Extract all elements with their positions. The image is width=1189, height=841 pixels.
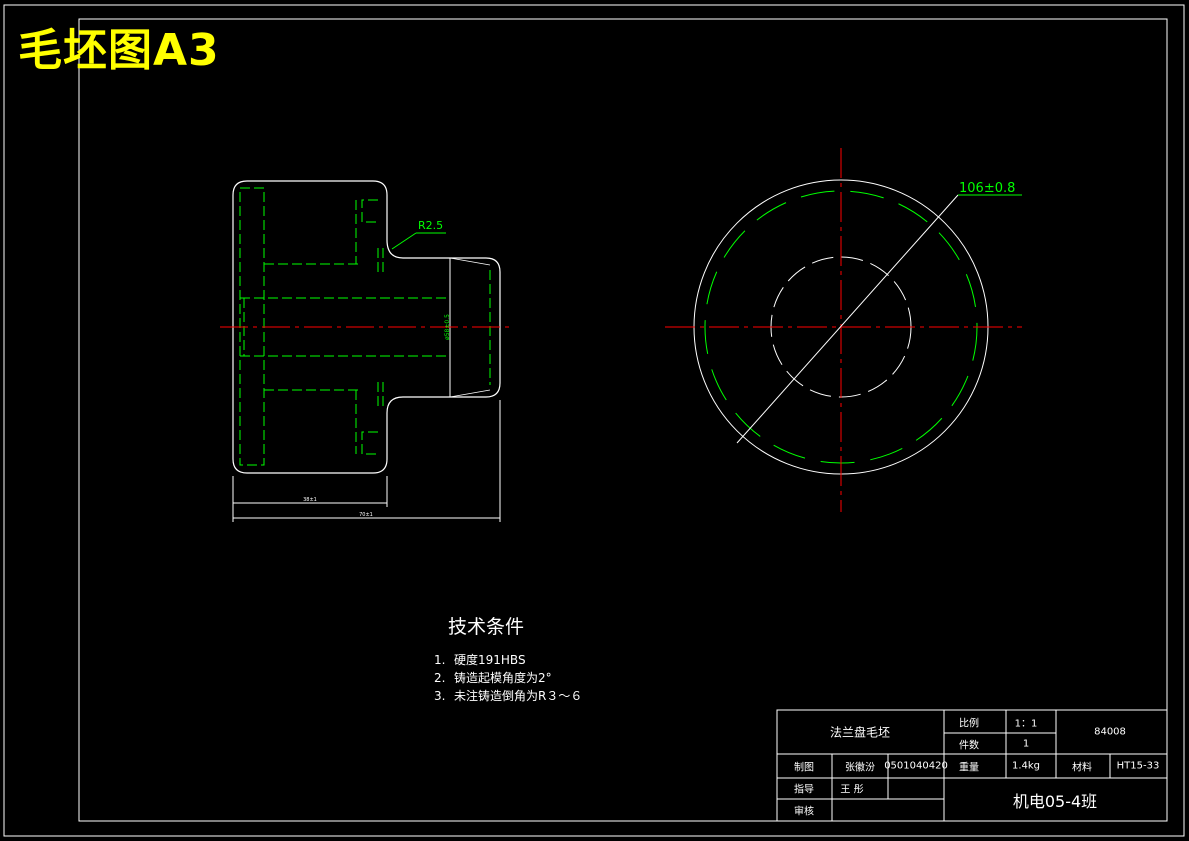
drawing-number: 84008 <box>1094 726 1126 738</box>
guide-name: 王 彤 <box>840 784 864 796</box>
tech-item: 1.硬度191HBS <box>434 653 526 667</box>
student-id: 0501040420 <box>884 760 948 772</box>
class-name: 机电05-4班 <box>1012 792 1098 811</box>
fillet-annotation: R2.5 <box>391 219 446 250</box>
weight-label: 重量 <box>959 762 979 774</box>
weight-value: 1.4kg <box>1011 760 1041 772</box>
material-value: HT15-33 <box>1116 760 1160 772</box>
tech-item: 2.铸造起模角度为2° <box>434 671 552 685</box>
front-view <box>220 180 512 474</box>
title-block <box>776 709 1168 822</box>
drawn-label: 制图 <box>794 762 814 774</box>
tech-heading: 技术条件 <box>448 616 525 638</box>
drawn-name: 张徽汾 <box>845 762 875 774</box>
technical-requirements: 技术条件 1.硬度191HBS 2.铸造起模角度为2° 3.未注铸造倒角为R３～… <box>434 612 582 705</box>
diameter-label: 106±0.8 <box>959 181 1015 196</box>
quantity-label: 件数 <box>959 740 979 752</box>
diameter-leader <box>736 194 959 444</box>
quantity-value: 1 <box>1022 738 1030 750</box>
outer-border <box>3 4 1185 837</box>
guide-label: 指导 <box>794 784 814 796</box>
total-length-label: 70±1 <box>359 512 373 518</box>
inner-frame <box>78 18 1168 822</box>
scale-value: 1：1 <box>1014 718 1038 730</box>
drawing-title: 毛坯图A3 <box>18 25 220 76</box>
part-name: 法兰盘毛坯 <box>829 725 891 740</box>
material-label: 材料 <box>1072 762 1092 774</box>
fillet-label: R2.5 <box>418 219 443 232</box>
bottom-dimensions <box>232 400 501 522</box>
front-view-outline <box>232 180 501 474</box>
end-view: 106±0.8 <box>665 148 1022 512</box>
shaft-diameter-label: ø58±0.5 <box>444 314 451 340</box>
review-label: 审核 <box>794 806 814 818</box>
scale-label: 比例 <box>959 718 979 730</box>
flange-width-label: 38±1 <box>303 497 317 503</box>
tech-item: 3.未注铸造倒角为R３～６ <box>434 689 583 703</box>
